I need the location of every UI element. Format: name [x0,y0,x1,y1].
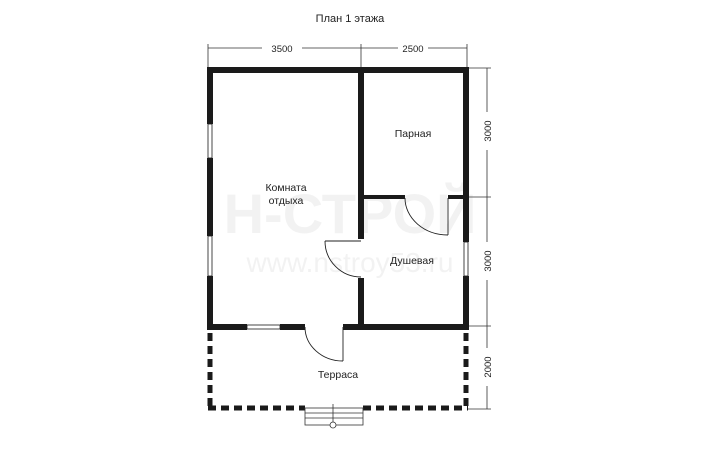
doors [304,197,449,362]
watermark: Н-СТРОЙ www.nstroy53.ru [224,182,477,278]
dimension-label: 3000 [483,250,494,271]
dimension-label: 2000 [483,356,494,377]
entrance-steps [304,404,364,429]
terrace-outline [207,333,469,411]
dimension-label: 3500 [271,44,292,55]
room-label-living: Комната [265,182,306,194]
room-label-shower: Душевая [390,255,434,267]
top-dimension [207,44,468,68]
dimension-label: 3000 [483,120,494,141]
windows [207,123,469,330]
plan-title: План 1 этажа [316,13,386,25]
walls [207,67,469,330]
room-label-living: отдыха [269,195,304,207]
svg-text:www.nstroy53.ru: www.nstroy53.ru [246,247,454,278]
room-label-steam: Парная [395,128,432,140]
svg-text:Н-СТРОЙ: Н-СТРОЙ [224,182,477,245]
dimension-label: 2500 [402,44,423,55]
room-label-terrace: Терраса [318,369,358,381]
right-dimension [467,67,491,410]
